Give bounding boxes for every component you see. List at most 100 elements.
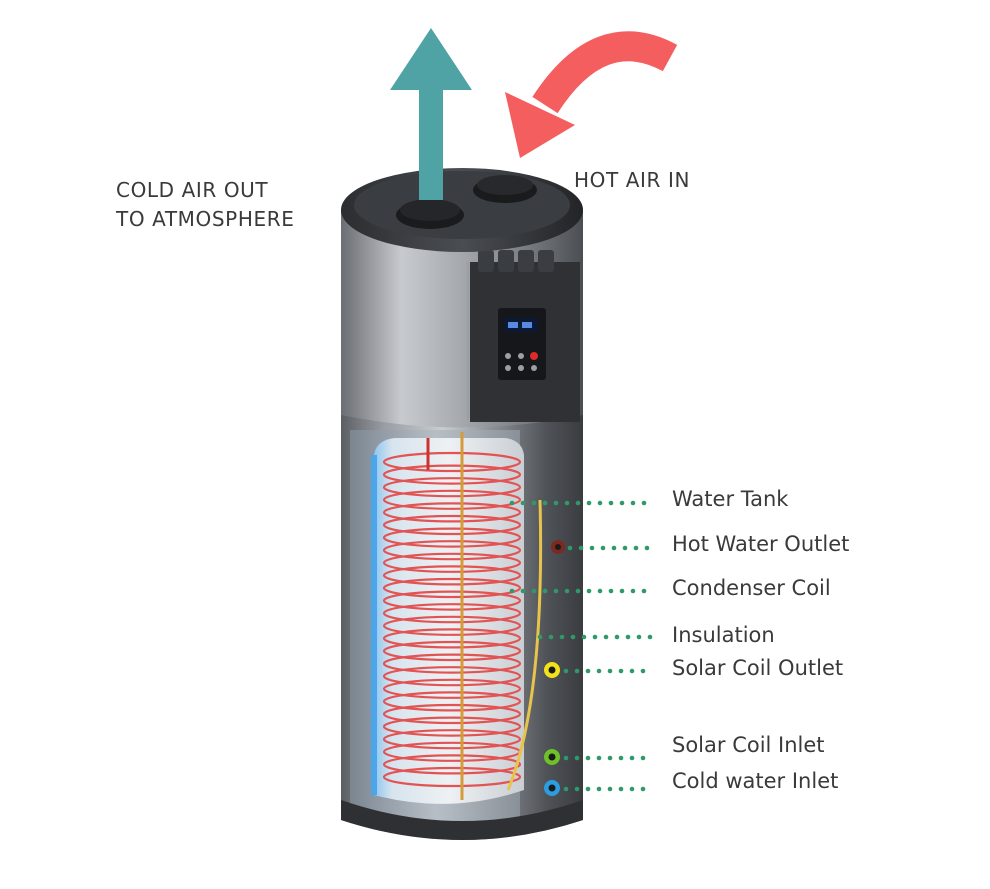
leader-dot <box>586 500 592 506</box>
callout-cold-water-inlet: Cold water Inlet <box>672 769 839 793</box>
leader-dot <box>596 668 602 674</box>
leader-dot <box>574 755 580 761</box>
coil-ring <box>382 540 522 561</box>
coil-ring <box>382 766 522 788</box>
callout-solar-coil-outlet: Solar Coil Outlet <box>672 656 844 680</box>
coil-ring <box>382 514 522 536</box>
callout-water-tank: Water Tank <box>672 487 789 511</box>
hot-air-in-label: HOT AIR IN <box>574 168 691 192</box>
coil-ring <box>382 666 522 687</box>
leader-dot <box>553 500 559 506</box>
leader-dot <box>575 588 581 594</box>
leader-dot <box>622 545 628 551</box>
leader-dot <box>537 634 543 640</box>
leader-dot <box>596 755 602 761</box>
leader-dot <box>629 786 635 792</box>
leader-dot <box>597 500 603 506</box>
leader-dot <box>542 500 548 506</box>
coil-ring <box>382 577 522 599</box>
coil-ring <box>382 464 522 485</box>
leader-dot <box>520 500 526 506</box>
leader-dot <box>641 588 647 594</box>
leader-dot <box>574 668 580 674</box>
leader-dot <box>592 634 598 640</box>
leader-dot <box>567 545 573 551</box>
leader-dot <box>578 545 584 551</box>
leader-dot <box>585 755 591 761</box>
cold-air-out-line1: COLD AIR OUT <box>116 178 269 202</box>
leader-dot <box>603 634 609 640</box>
callout-hot-water-outlet: Hot Water Outlet <box>672 532 850 556</box>
leader-dot <box>531 500 537 506</box>
leader-dot <box>570 634 576 640</box>
leader-dot <box>644 545 650 551</box>
up-arrow-icon <box>390 28 472 200</box>
leader-dot <box>630 588 636 594</box>
coil-ring <box>382 640 522 662</box>
leader-dot <box>559 634 565 640</box>
coil-ring <box>382 716 522 737</box>
condenser-coil <box>382 451 522 788</box>
coil-ring <box>382 527 522 548</box>
leader-lines <box>509 500 653 792</box>
leader-dot <box>581 634 587 640</box>
leader-dot <box>509 588 515 594</box>
coil-ring <box>382 489 522 510</box>
leader-dot <box>574 786 580 792</box>
leader-dot <box>542 588 548 594</box>
cold-air-out-label: COLD AIR OUT TO ATMOSPHERE <box>116 176 294 234</box>
leader-dot <box>640 786 646 792</box>
leader-dot <box>630 500 636 506</box>
leader-dot <box>563 668 569 674</box>
vent-grille <box>478 250 554 272</box>
coil-ring <box>382 703 522 725</box>
leader-dot <box>629 755 635 761</box>
coil-ring <box>382 754 522 775</box>
leader-dot <box>618 668 624 674</box>
leader-dot <box>619 500 625 506</box>
coil-ring <box>382 451 522 473</box>
leader-dot <box>563 786 569 792</box>
leader-dot <box>619 588 625 594</box>
leader-dot <box>608 500 614 506</box>
leader-dot <box>607 786 613 792</box>
coil-ring <box>382 552 522 573</box>
leader-dot <box>585 786 591 792</box>
insulation-line <box>506 499 543 791</box>
coil-ring <box>382 691 522 712</box>
leader-dot <box>600 545 606 551</box>
leader-dot <box>548 634 554 640</box>
leader-dot <box>607 668 613 674</box>
leader-dot <box>629 668 635 674</box>
callout-condenser-coil: Condenser Coil <box>672 576 831 600</box>
leader-dot <box>563 755 569 761</box>
leader-dot <box>586 588 592 594</box>
coil-ring <box>382 603 522 624</box>
leader-dot <box>608 588 614 594</box>
coil-ring <box>382 502 522 523</box>
coil-ring <box>382 477 522 498</box>
leader-dot <box>641 500 647 506</box>
leader-dot <box>596 786 602 792</box>
leader-dot <box>614 634 620 640</box>
leader-dot <box>636 634 642 640</box>
leader-dot <box>509 500 515 506</box>
leader-dot <box>520 588 526 594</box>
coil-ring <box>382 590 522 611</box>
coil-ring <box>382 565 522 586</box>
leader-dot <box>618 755 624 761</box>
coil-ring <box>382 628 522 649</box>
leader-dot <box>597 588 603 594</box>
leader-dot <box>640 755 646 761</box>
leader-dot <box>611 545 617 551</box>
leader-dot <box>553 588 559 594</box>
coil-ring <box>382 729 522 750</box>
leader-dot <box>564 500 570 506</box>
coil-ring <box>382 653 522 674</box>
coil-ring <box>382 615 522 636</box>
leader-dot <box>575 500 581 506</box>
leader-dot <box>564 588 570 594</box>
leader-dot <box>633 545 639 551</box>
